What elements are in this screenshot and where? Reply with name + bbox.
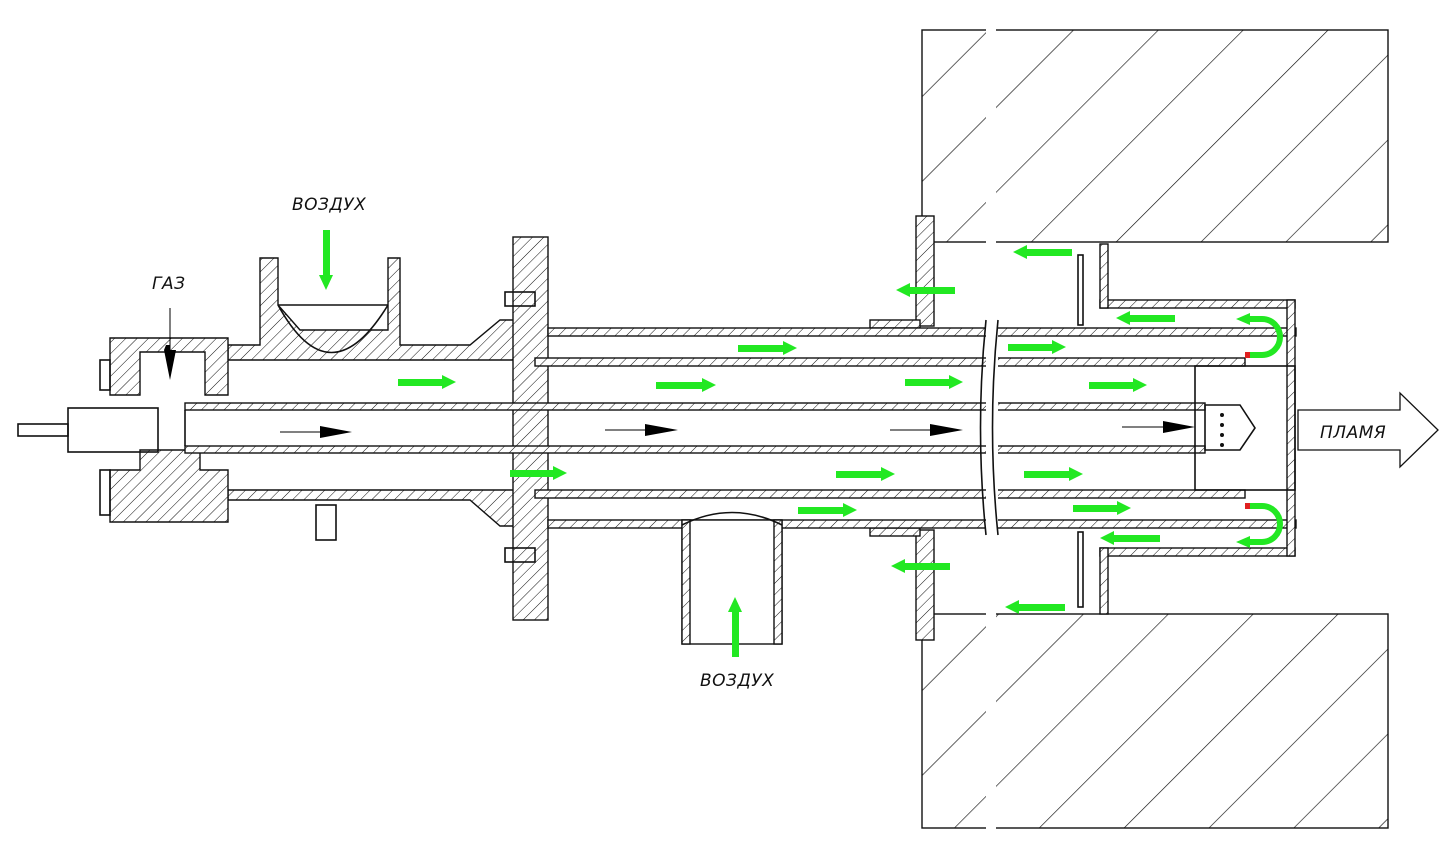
air-arrow-left	[1005, 600, 1065, 614]
air-arrow-left	[1100, 531, 1160, 545]
gas-arrow	[890, 424, 963, 436]
gas-flow-arrows	[164, 308, 1195, 438]
outer-tube	[547, 243, 1297, 615]
gas-arrow	[280, 426, 352, 438]
label-flame: ПЛАМЯ	[1320, 423, 1386, 443]
gas-arrow	[1122, 421, 1195, 433]
air-arrow-right	[398, 375, 456, 389]
label-air-top: ВОЗДУХ	[292, 195, 366, 215]
air-arrow-right	[1024, 467, 1083, 481]
gas-tube	[184, 402, 1206, 454]
flame-tube	[1194, 365, 1296, 491]
air-arrow-right	[1008, 340, 1066, 354]
flange	[504, 236, 549, 621]
air-arrow-left	[1013, 245, 1072, 259]
air-arrow-right	[656, 378, 716, 392]
burner-housing	[17, 257, 521, 541]
u-turn-arrow-bottom	[1236, 503, 1283, 548]
air-arrow-right	[905, 375, 963, 389]
air-arrow-right	[1073, 501, 1131, 515]
break-line	[979, 319, 999, 536]
air-arrow-right	[738, 341, 797, 355]
air-inlet-arrow-down	[319, 230, 333, 290]
air-inlet-arrow-up	[728, 597, 742, 657]
u-turn-arrow-top	[1236, 313, 1283, 358]
air-arrow-right	[836, 467, 895, 481]
air-arrow-right	[798, 503, 857, 517]
middle-tube	[534, 357, 1246, 499]
label-gas: ГАЗ	[152, 274, 186, 294]
gas-inlet-arrow	[164, 345, 176, 380]
air-flow-arrows	[319, 230, 1283, 657]
furnace-wall	[921, 25, 1389, 835]
air-arrow-left	[1116, 311, 1175, 325]
air-arrow-right	[1089, 378, 1147, 392]
air-arrow-left	[896, 283, 955, 297]
air-arrow-left	[891, 559, 950, 573]
wall-mount-plate	[869, 215, 935, 641]
air-arrow-right	[510, 466, 567, 480]
label-air-bottom: ВОЗДУХ	[700, 671, 774, 691]
flame-arrow	[1297, 391, 1439, 469]
gas-arrow	[605, 424, 678, 436]
